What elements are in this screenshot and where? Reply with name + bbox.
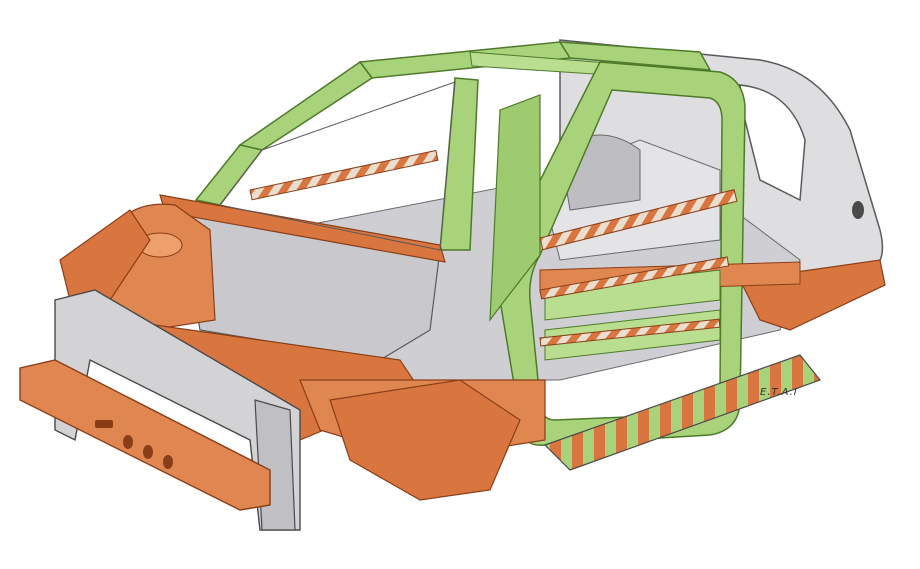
- bumper-beam-holes: [95, 420, 173, 469]
- inner-fender-left: [59, 209, 151, 301]
- rear-quarter-window: [739, 84, 806, 202]
- front-lower-arm-mount: [329, 379, 521, 501]
- far-door-beam: [249, 149, 439, 201]
- side-sill-near: [543, 354, 821, 471]
- roof-rail-right: [238, 60, 374, 151]
- windshield-frame: [219, 81, 456, 251]
- door-beam-lower: [539, 318, 721, 347]
- illustration-credit: E.T.A.I: [760, 387, 798, 398]
- door-beam-middle: [539, 256, 730, 300]
- roof-rail-left: [558, 41, 712, 71]
- rear-light-mount: [852, 201, 864, 219]
- door-beam-upper: [539, 189, 738, 251]
- b-pillar-near: [489, 94, 541, 322]
- front-bumper-beam: [19, 359, 271, 511]
